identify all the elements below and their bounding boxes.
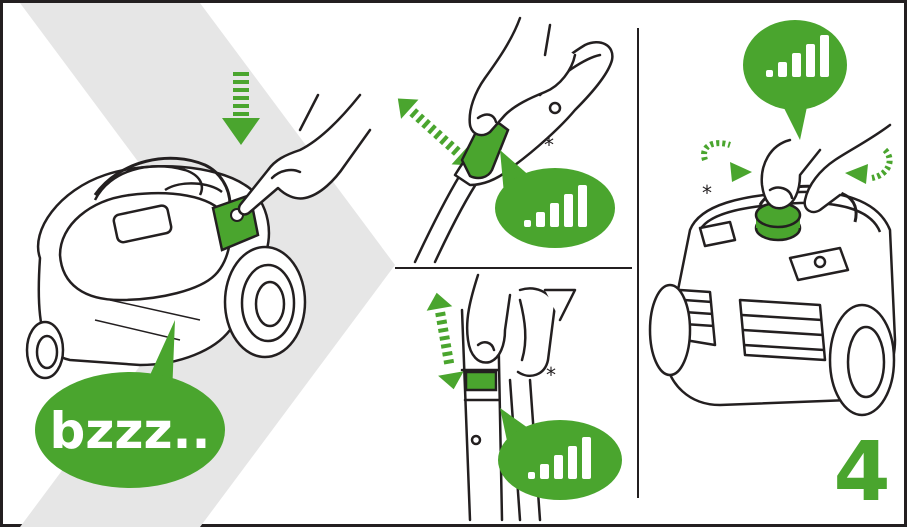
asterisk-note: * xyxy=(544,133,554,157)
step-number: 4 xyxy=(833,425,890,520)
asterisk-note: * xyxy=(546,363,556,387)
slider-control-icon xyxy=(466,372,496,390)
speech-bubble-text: bzzz.. xyxy=(49,402,210,460)
asterisk-note: * xyxy=(702,181,712,205)
